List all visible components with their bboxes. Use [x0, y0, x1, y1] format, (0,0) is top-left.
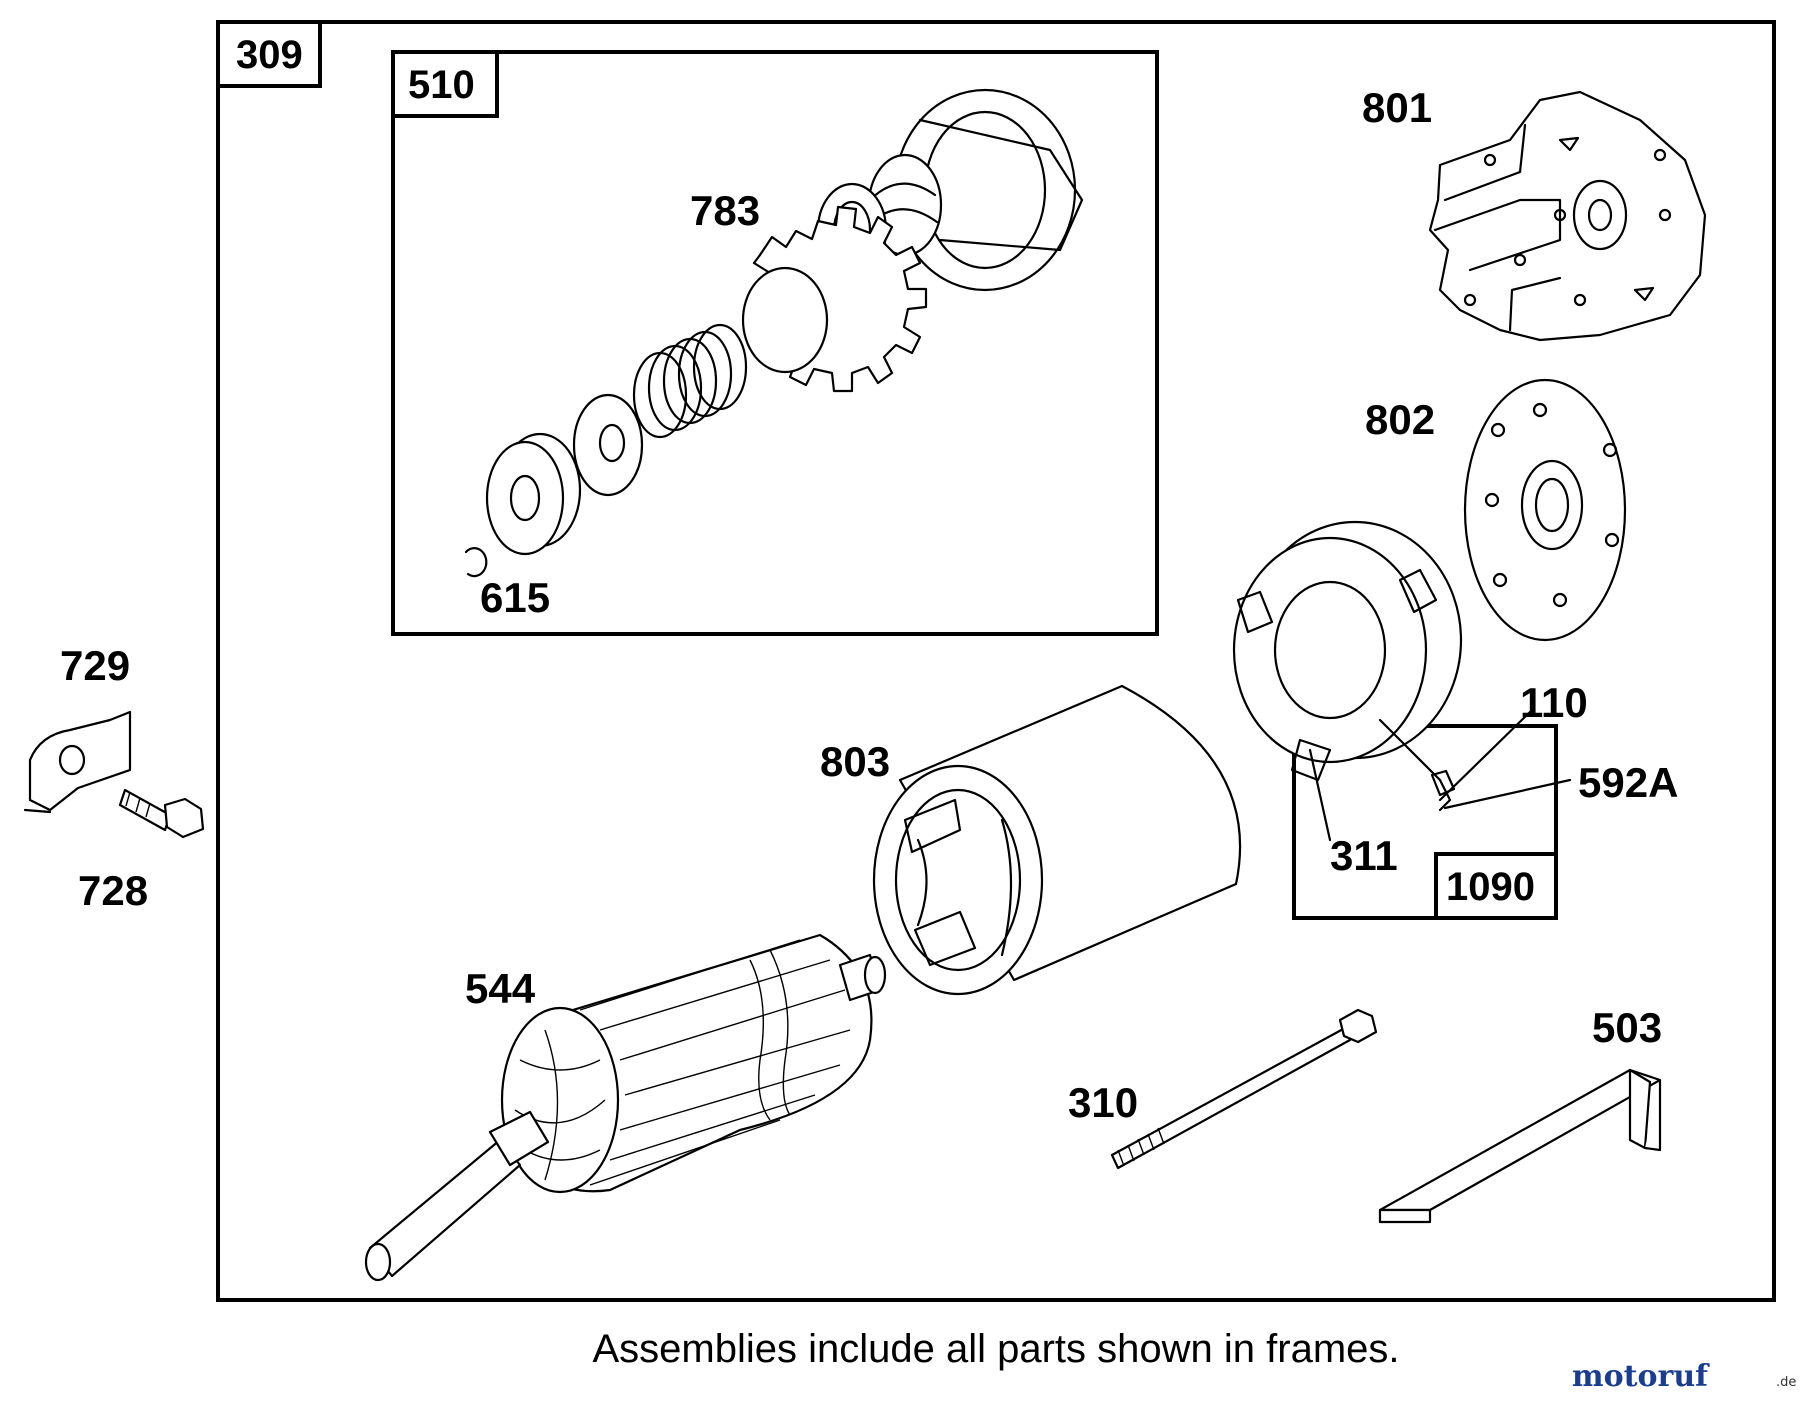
callout-503: 503 [1592, 1004, 1662, 1051]
through-bolt-part [1110, 1008, 1378, 1170]
caption: Assemblies include all parts shown in fr… [592, 1327, 1399, 1371]
callout-110: 110 [1520, 679, 1588, 726]
frame-510: 510 [391, 50, 1159, 636]
brush-plate-part [1463, 378, 1627, 642]
frame-510-label: 510 [408, 63, 475, 107]
callout-803: 803 [820, 738, 890, 785]
brush-holder-part [1232, 520, 1463, 812]
callout-801: 801 [1362, 84, 1432, 131]
pinion-gear-part [741, 205, 928, 393]
retaining-ring-part [464, 547, 488, 578]
bracket-part [1378, 1068, 1662, 1224]
callout-311: 311 [1330, 832, 1398, 879]
callout-802: 802 [1365, 396, 1435, 443]
callout-labels: 801 783 802 615 729 110 803 592A 728 311… [60, 84, 1678, 1126]
callout-592a: 592A [1578, 759, 1678, 806]
callout-728: 728 [78, 867, 148, 914]
armature-part [364, 933, 887, 1282]
terminal-bracket-part [23, 710, 132, 814]
washer-part [572, 393, 644, 497]
watermark-suffix: .de [1776, 1375, 1796, 1390]
frame-309: 309 [216, 20, 1776, 1302]
callout-310: 310 [1068, 1079, 1138, 1126]
callout-544: 544 [465, 965, 536, 1012]
frame-309-label: 309 [236, 33, 303, 77]
end-plate-part [1428, 90, 1707, 342]
stop-collar-part [485, 432, 582, 556]
frame-1090-label: 1090 [1446, 865, 1535, 909]
callout-783: 783 [690, 187, 760, 234]
terminal-screw-part [118, 788, 205, 839]
leader-lines [1308, 710, 1572, 842]
housing-part [872, 684, 1242, 996]
watermark-text: motoruf [1572, 1359, 1710, 1394]
spring-part [632, 323, 748, 439]
watermark-logo: motoruf .de [1572, 1359, 1796, 1394]
callout-729: 729 [60, 642, 130, 689]
callout-615: 615 [480, 574, 550, 621]
